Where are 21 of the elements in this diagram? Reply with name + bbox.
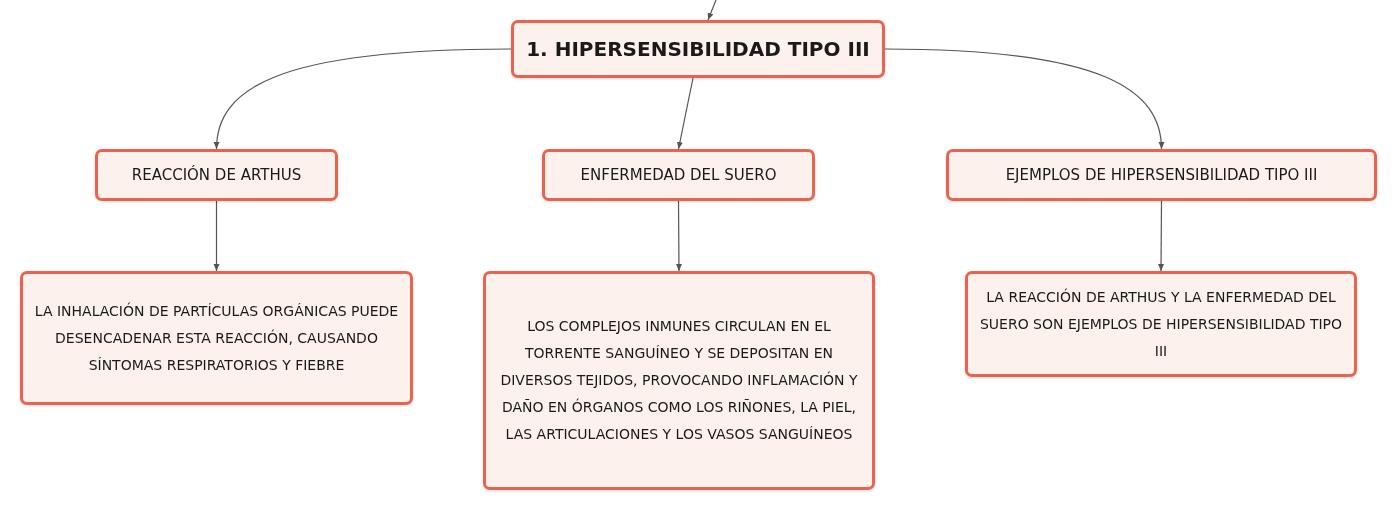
topic-text: 1. HIPERSENSIBILIDAD TIPO III bbox=[526, 35, 870, 63]
connector-arrow bbox=[676, 77, 694, 150]
connector-arrow bbox=[1158, 200, 1165, 272]
topic-box bbox=[483, 271, 875, 490]
connector-arrow bbox=[707, 0, 717, 21]
topic-box bbox=[946, 149, 1377, 201]
topic-box bbox=[542, 149, 815, 201]
topic-text: ENFERMEDAD DEL SUERO bbox=[580, 164, 777, 186]
topic-text: LA REACCIÓN DE ARTHUS Y LA ENFERMEDAD DEL SUERO SON EJEMPLOS DE HIPERSENSIBILIDAD TIPO III bbox=[978, 287, 1344, 361]
connector-arrow bbox=[214, 48, 512, 150]
topic-text: LOS COMPLEJOS INMUNES CIRCULAN EN EL TORRENTE SANGUÍNEO Y SE DEPOSITAN EN DIVERSOS TEJIDOS, PROVOCANDO INFLAMACIÓN Y DAÑO EN ÓRGANOS COMO LOS RIÑONES, LA PIEL, LAS ARTICULACIONES Y LOS VASOS SANGUÍNEOS bbox=[499, 317, 859, 444]
connector-arrow bbox=[675, 200, 682, 272]
topic-box bbox=[95, 149, 338, 201]
topic-box bbox=[20, 271, 413, 405]
topic-text: EJEMPLOS DE HIPERSENSIBILIDAD TIPO III bbox=[1005, 164, 1318, 186]
topic-box bbox=[965, 271, 1357, 377]
connector-arrow bbox=[884, 48, 1164, 150]
connector-arrow bbox=[213, 200, 220, 272]
topic-text: LA INHALACIÓN DE PARTÍCULAS ORGÁNICAS PUEDE DESENCADENAR ESTA REACCIÓN, CAUSANDO SÍNTOMAS RESPIRATORIOS Y FIEBRE bbox=[33, 301, 400, 375]
topic-box bbox=[511, 20, 885, 78]
topic-text: REACCIÓN DE ARTHUS bbox=[131, 164, 302, 186]
